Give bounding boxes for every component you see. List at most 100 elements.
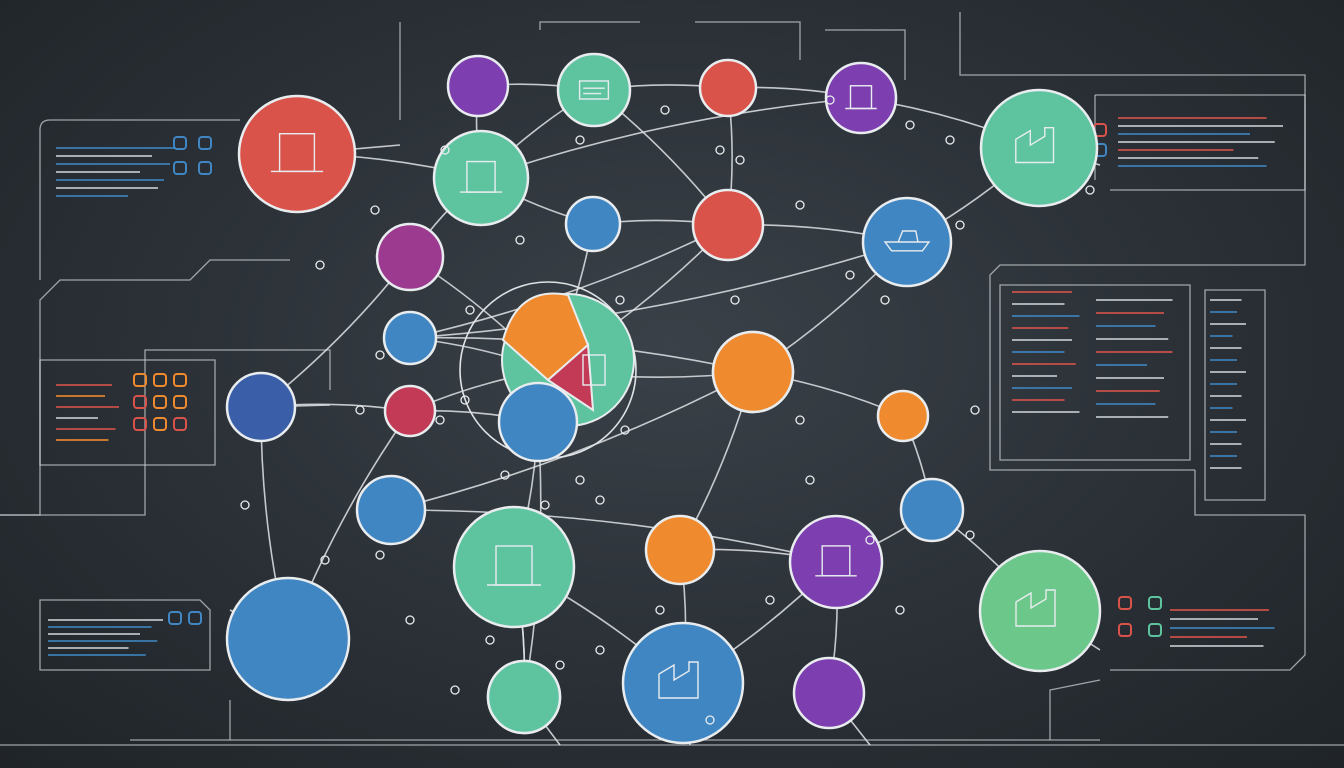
frame-line [695, 21, 801, 60]
connector-knot [465, 305, 475, 315]
diagram-node-n5 [824, 61, 898, 135]
panel-icon [173, 373, 187, 387]
factory-icon [1015, 589, 1056, 627]
node-circle [382, 310, 438, 366]
connector-knot [880, 295, 890, 305]
connector-knot [895, 605, 905, 615]
connector-knot [355, 405, 365, 415]
connector-knot [370, 205, 380, 215]
frame-line [0, 349, 331, 516]
node-circle [432, 129, 530, 227]
panel-icon [173, 161, 187, 175]
frame-line [539, 21, 640, 30]
connector-knot [730, 295, 740, 305]
diagram-node-n16 [497, 381, 579, 463]
connector-knot [1085, 185, 1095, 195]
node-circle [979, 88, 1099, 208]
diagram-node-n26 [978, 549, 1102, 673]
node-circle [486, 659, 562, 735]
side-panels [48, 117, 1283, 656]
node-circle [792, 656, 866, 730]
node-circle [237, 94, 357, 214]
frame-line [999, 284, 1191, 461]
connection-line [409, 241, 908, 339]
diagram-node-n27 [486, 659, 562, 735]
connector-knot [735, 155, 745, 165]
diagram-node-n12 [382, 310, 438, 366]
diagram-node-n7 [979, 88, 1099, 208]
connector-knot [540, 500, 550, 510]
hub-segment-crimson [546, 342, 595, 412]
node-circle [876, 389, 930, 443]
frame-line [825, 29, 906, 80]
panel-icon [133, 395, 147, 409]
node-circle [698, 58, 758, 118]
connection-line [390, 509, 837, 563]
connector-knots [240, 95, 1095, 725]
connector-knot [795, 200, 805, 210]
panel-icon [173, 417, 187, 431]
connection-line [480, 97, 862, 179]
connector-knot [320, 555, 330, 565]
node-circle [644, 514, 716, 586]
node-circle [225, 576, 351, 702]
node-circle [446, 54, 510, 118]
panel-icon [133, 373, 147, 387]
panel-icon [173, 136, 187, 150]
panel-icon [173, 395, 187, 409]
node-circle [824, 61, 898, 135]
panel-icon [1118, 596, 1132, 610]
node-circle [383, 384, 437, 438]
diagram-node-n1 [237, 94, 357, 214]
panel-icon [133, 417, 147, 431]
connector-knot [845, 270, 855, 280]
frame-line [130, 700, 231, 741]
diagram-nodes [225, 52, 1102, 745]
frame-line [1204, 289, 1266, 501]
diagram-node-n21 [452, 505, 576, 629]
diagram-node-n8 [564, 195, 622, 253]
diagram-node-n19 [876, 389, 930, 443]
node-circle [452, 505, 576, 629]
diagram-node-n17 [711, 330, 795, 414]
connector-knot [595, 495, 605, 505]
connector-knot [620, 425, 630, 435]
factory-icon [1015, 127, 1055, 164]
connector-knot [575, 135, 585, 145]
diagram-node-n6 [432, 129, 530, 227]
diagram-node-n14 [383, 384, 437, 438]
connector-knot [945, 135, 955, 145]
connector-knot [715, 145, 725, 155]
diagram-node-n10 [861, 196, 953, 288]
connector-knot [555, 660, 565, 670]
connector-knot [485, 635, 495, 645]
panel-icon [153, 395, 167, 409]
connection-line [390, 371, 754, 511]
panel-icon [1148, 623, 1162, 637]
node-circle [556, 52, 632, 128]
frame-line [989, 190, 1306, 471]
ship-icon [883, 241, 931, 252]
frame-line [39, 359, 216, 466]
connection-line [409, 224, 729, 339]
hub-segment-orange [501, 292, 590, 382]
panel-icon [153, 417, 167, 431]
connector-knot [435, 415, 445, 425]
diagram-node-n13 [225, 371, 297, 443]
panel-icon [198, 136, 212, 150]
connector-knot [460, 395, 470, 405]
connector-knot [315, 260, 325, 270]
connector-knot [965, 530, 975, 540]
factory-icon [658, 661, 699, 699]
node-circle [355, 474, 427, 546]
connector-knot [655, 605, 665, 615]
node-circle [978, 549, 1102, 673]
connector-knot [440, 145, 450, 155]
frame-line [39, 599, 211, 671]
frame-line [1049, 679, 1101, 740]
node-circle [621, 621, 745, 745]
diagram-node-n2 [446, 54, 510, 118]
connector-knot [595, 645, 605, 655]
diagram-node-n29 [792, 656, 866, 730]
